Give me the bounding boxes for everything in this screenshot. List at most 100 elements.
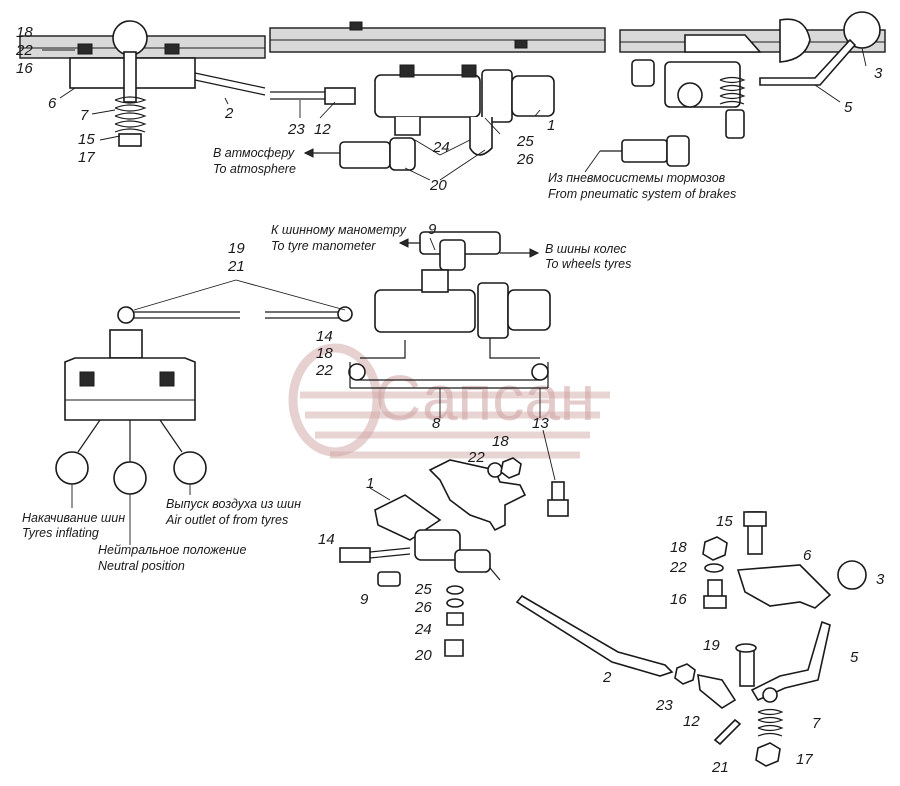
brakes-fitting [621, 139, 668, 163]
cotter-pin-21 [713, 718, 742, 746]
washer-22-a [487, 462, 503, 478]
callout-26: 26 [516, 151, 534, 168]
lever-positions [55, 306, 240, 495]
arrow-atmosphere-icon [303, 148, 314, 158]
callout-2-exploded: 2 [602, 669, 612, 686]
callout-17-exploded: 17 [796, 751, 813, 768]
callout-14-exploded: 14 [318, 531, 335, 548]
callout-5: 5 [844, 99, 853, 116]
fork-12-top [324, 87, 356, 105]
callout-20: 20 [429, 177, 447, 194]
callout-6-exploded: 6 [803, 547, 812, 564]
callout-15: 15 [78, 131, 95, 148]
caption-inflating-ru: Накачивание шин [22, 511, 125, 525]
callout-26-exploded: 26 [414, 599, 432, 616]
caption-neutral-ru: Нейтральное положение [98, 543, 247, 557]
nut-17 [755, 742, 781, 767]
nut-18-a [500, 457, 522, 479]
part-24 [446, 612, 464, 626]
callout-13: 13 [532, 415, 549, 432]
caption-outlet-ru: Выпуск воздуха из шин [166, 497, 301, 511]
fork-12 [697, 673, 737, 709]
lever-5 [750, 620, 831, 702]
watermark-text: Сапсан [375, 362, 595, 434]
callout-24: 24 [432, 139, 450, 156]
callout-7-exploded: 7 [812, 715, 821, 732]
callout-3-exploded: 3 [876, 571, 885, 588]
watermark: Сапсан [288, 343, 610, 459]
fitting-9 [377, 571, 401, 587]
nut-18-b [702, 536, 728, 561]
callout-9-exploded: 9 [360, 591, 369, 608]
callout-1-exploded: 1 [366, 475, 374, 492]
callout-14: 14 [316, 328, 333, 345]
callout-12: 12 [314, 121, 331, 138]
callout-25-exploded: 25 [414, 581, 432, 598]
caption-atmosphere-en: To atmosphere [213, 162, 296, 176]
callout-21: 21 [227, 258, 245, 275]
spring-7 [757, 708, 784, 737]
callout-19: 19 [228, 240, 245, 257]
callout-16-exploded: 16 [670, 591, 687, 608]
nut-23 [674, 663, 696, 685]
top-center-assembly [269, 21, 606, 171]
arrow-manometer-icon [398, 238, 409, 248]
callout-23: 23 [287, 121, 305, 138]
knob-3-top [112, 20, 148, 56]
flow-captions: В атмосферу To atmosphere Из пневмосисте… [22, 146, 736, 573]
caption-outlet-en: Air outlet of from tyres [165, 513, 288, 527]
callout-18-bracket: 18 [492, 433, 509, 450]
callout-2: 2 [224, 105, 234, 122]
callout-20-exploded: 20 [414, 647, 432, 664]
callout-5-exploded: 5 [850, 649, 859, 666]
atmosphere-fitting [339, 141, 391, 169]
callout-9: 9 [428, 221, 437, 238]
bolt-14 [339, 547, 371, 563]
lever-5-top [759, 38, 857, 86]
callout-8: 8 [432, 415, 441, 432]
pin-19 [739, 649, 755, 687]
washer-25 [446, 585, 464, 595]
caption-brakes-ru: Из пневмосистемы тормозов [548, 171, 726, 185]
bolt-13 [551, 481, 565, 503]
caption-atmosphere-ru: В атмосферу [213, 146, 295, 160]
exploded-view [339, 457, 867, 767]
top-left-assembly [19, 20, 266, 147]
callout-24-exploded: 24 [414, 621, 432, 638]
callout-22-exploded: 22 [669, 559, 687, 576]
caption-manometer-ru: К шинному манометру [271, 223, 407, 237]
washer-26 [446, 598, 464, 608]
callout-3: 3 [874, 65, 883, 82]
callout-16: 16 [16, 60, 33, 77]
callout-19-exploded: 19 [703, 637, 720, 654]
callout-22-mid: 22 [315, 362, 333, 379]
flow-arrows [303, 148, 622, 258]
caption-brakes-en: From pneumatic system of brakes [548, 187, 736, 201]
callout-22: 22 [15, 42, 33, 59]
callout-25: 25 [516, 133, 534, 150]
caption-inflating-en: Tyres inflating [22, 526, 99, 540]
callout-22-bracket: 22 [467, 449, 485, 466]
caption-wheels-ru: В шины колес [545, 242, 627, 256]
knob-3 [837, 560, 867, 590]
caption-manometer-en: To tyre manometer [271, 239, 376, 253]
valve-body-middle [374, 289, 476, 333]
knob-outlet [173, 451, 207, 485]
arrow-wheels-icon [529, 248, 540, 258]
top-right-assembly [619, 11, 886, 167]
callout-23-exploded: 23 [655, 697, 673, 714]
bracket-positions [64, 357, 196, 421]
callout-17: 17 [78, 149, 95, 166]
callout-18: 18 [16, 24, 33, 41]
bracket-6 [736, 564, 832, 609]
caption-neutral-en: Neutral position [98, 559, 185, 573]
callout-21-exploded: 21 [711, 759, 729, 776]
knob-inflating [55, 451, 89, 485]
knob-neutral [113, 461, 147, 495]
callout-labels: 18 22 16 6 7 15 17 2 23 12 24 25 26 1 20… [15, 24, 885, 776]
callout-7: 7 [80, 107, 89, 124]
valve-body-top [374, 74, 481, 118]
part-20 [444, 639, 464, 657]
callout-18-exploded: 18 [670, 539, 687, 556]
callout-1: 1 [547, 117, 555, 134]
